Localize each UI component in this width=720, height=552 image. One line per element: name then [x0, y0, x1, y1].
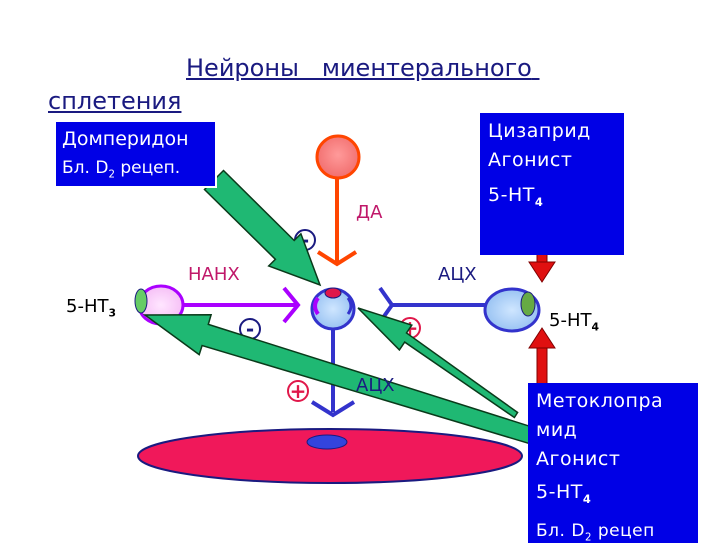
metoclopramide-block-sub: 2: [584, 532, 592, 544]
nanh-terminal: [282, 286, 301, 324]
da-terminal: [316, 250, 358, 267]
cisapride-target-text: 5-НТ: [488, 184, 535, 206]
label-dopamine: ДА: [356, 202, 383, 223]
label-ach-bottom: АЦХ: [356, 375, 395, 396]
cisapride-target-sub: 4: [534, 194, 544, 209]
metoclopramide-name-1: Метоклопра: [536, 390, 664, 412]
label-5ht4-text: 5-НТ: [549, 310, 592, 331]
cisapride-role: Агонист: [488, 149, 573, 171]
domperidone-name: Домперидон: [62, 128, 189, 150]
sign-circle-plus-bottom: [287, 380, 309, 402]
metoclopramide-name-2: мид: [536, 419, 578, 441]
metoclopramide-target-text: 5-НТ: [536, 481, 583, 503]
muscle-receptor: [306, 434, 348, 450]
5ht3-receptor: [134, 288, 148, 314]
metoclopramide-target-sub: 4: [582, 491, 592, 506]
sign-plus-bottom: +: [290, 379, 307, 403]
cisapride-box: Цизаприд Агонист 5-НТ4: [480, 113, 624, 255]
metoclopramide-box: Метоклопра мид Агонист 5-НТ4 Бл. D2 реце…: [528, 383, 698, 543]
label-nanh: НАНХ: [188, 264, 240, 285]
metoclopramide-role: Агонист: [536, 448, 621, 470]
label-5ht4-sub: 4: [591, 320, 599, 334]
neuron-diagram: - - + +: [134, 134, 556, 484]
cisapride-target: 5-НТ4: [488, 181, 616, 217]
domperidone-box: Домперидон Бл. D2 рецеп.: [54, 120, 217, 188]
smooth-muscle-cell: [137, 428, 523, 484]
page-title: Нейроны миентерального сплетения: [48, 54, 540, 115]
label-ach-top: АЦХ: [438, 264, 477, 285]
green-arrow-metoclopramide-5ht3: [142, 314, 550, 449]
label-5ht4: 5-НТ4: [549, 310, 599, 334]
d2-receptor: [324, 287, 342, 299]
receptor-right-cap: [346, 297, 353, 315]
domperidone-action-tail: рецеп.: [114, 158, 181, 178]
metoclopramide-block: Бл. D2 рецеп: [536, 517, 690, 552]
metoclopramide-target: 5-НТ4: [536, 478, 690, 514]
label-5ht3-text: 5-НТ: [66, 296, 109, 317]
domperidone-action: Бл. D2 рецеп.: [62, 154, 209, 189]
cisapride-name: Цизаприд: [488, 120, 591, 142]
domperidone-action-text: Бл. D: [62, 158, 109, 178]
label-5ht3: 5-НТ3: [66, 296, 116, 320]
sign-minus-left: -: [246, 317, 254, 341]
green-arrow-metoclopramide-ach: [357, 307, 519, 419]
metoclopramide-block-text: Бл. D: [536, 520, 585, 541]
label-5ht3-sub: 3: [108, 306, 116, 320]
da-neuron-body: [315, 134, 361, 180]
sign-minus-top: -: [301, 228, 309, 252]
receptor-left-cap: [313, 296, 320, 316]
green-arrow-domperidone: [203, 169, 322, 287]
red-arrow-down-head: [528, 261, 556, 283]
ach-central-terminal: [310, 400, 356, 418]
domperidone-action-sub: 2: [108, 169, 115, 181]
5ht4-receptor: [520, 291, 536, 317]
red-arrow-up-shaft: [536, 347, 548, 389]
metoclopramide-block-tail: рецеп: [591, 520, 655, 541]
